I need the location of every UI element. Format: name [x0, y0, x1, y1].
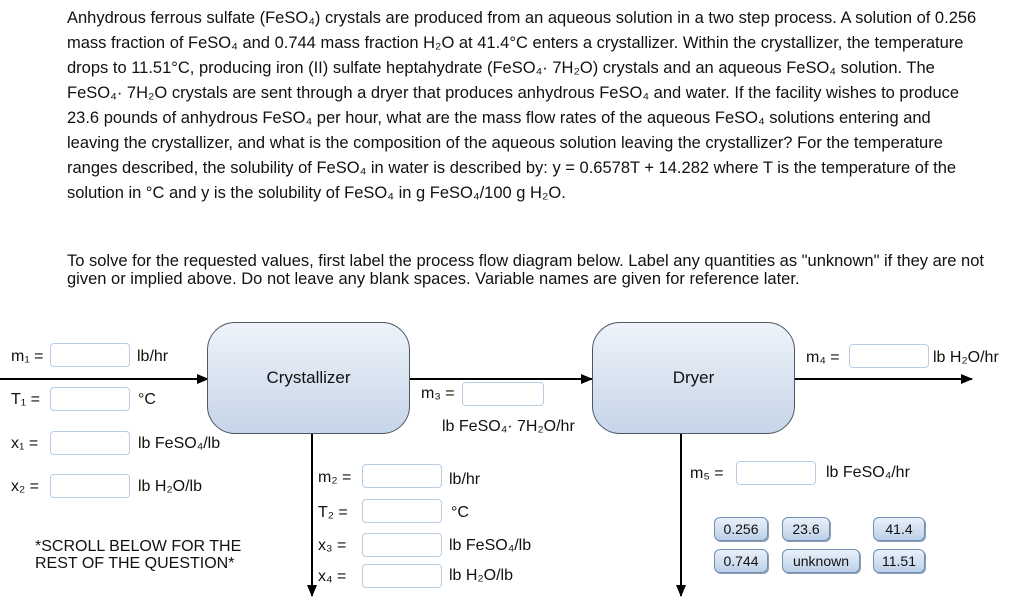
m4-label: m₄ = [806, 349, 840, 366]
T2-unit: °C [451, 504, 469, 521]
dryer-label: Dryer [672, 368, 715, 387]
m5-label: m₅ = [690, 465, 724, 482]
x3-label: x₃ = [318, 537, 347, 554]
m3-label: m₃ = [421, 385, 455, 402]
m2-label: m₂ = [318, 469, 352, 486]
m2-input[interactable] [362, 464, 442, 488]
x4-input[interactable] [362, 564, 442, 588]
m3-input[interactable] [462, 382, 544, 406]
T2-input[interactable] [362, 499, 442, 523]
m4-unit: lb H₂O/hr [933, 349, 999, 366]
instructions: To solve for the requested values, first… [67, 252, 984, 288]
x1-input[interactable] [50, 431, 130, 455]
m4-input[interactable] [849, 344, 929, 368]
m5-unit: lb FeSO₄/hr [826, 464, 910, 481]
answer-chip-41.4[interactable]: 41.4 [873, 517, 925, 541]
T2-label: T₂ = [318, 504, 348, 521]
x2-input[interactable] [50, 474, 130, 498]
x2-label: x₂ = [11, 478, 39, 495]
m2-unit: lb/hr [449, 471, 481, 488]
m3-unit: lb FeSO₄· 7H₂O/hr [442, 418, 575, 435]
T1-label: T₁ = [11, 391, 40, 408]
m5-input[interactable] [736, 461, 816, 485]
T1-input[interactable] [50, 387, 130, 411]
x4-label: x₄ = [318, 568, 347, 585]
x3-unit: lb FeSO₄/lb [449, 537, 532, 554]
x1-unit: lb FeSO₄/lb [138, 435, 221, 452]
m1-label: m₁ = [11, 348, 44, 365]
answer-chip-0.256[interactable]: 0.256 [714, 517, 768, 541]
m1-input[interactable] [50, 343, 130, 367]
x2-unit: lb H₂O/lb [138, 478, 203, 495]
scroll-note: *SCROLL BELOW FOR THE REST OF THE QUESTI… [35, 538, 242, 572]
crystallizer-unit: Crystallizer [207, 322, 410, 434]
T1-unit: °C [138, 391, 156, 408]
answer-chip-11.51[interactable]: 11.51 [873, 549, 925, 573]
answer-chip-unknown[interactable]: unknown [782, 549, 860, 573]
x3-input[interactable] [362, 533, 442, 557]
answer-chip-23.6[interactable]: 23.6 [782, 517, 830, 541]
x1-label: x₁ = [11, 435, 39, 452]
dryer-unit: Dryer [592, 322, 795, 434]
m1-unit: lb/hr [137, 348, 169, 365]
x4-unit: lb H₂O/lb [449, 567, 514, 584]
problem-statement: Anhydrous ferrous sulfate (FeSO₄) crysta… [67, 9, 977, 202]
crystallizer-label: Crystallizer [266, 368, 351, 387]
answer-chip-0.744[interactable]: 0.744 [714, 549, 768, 573]
